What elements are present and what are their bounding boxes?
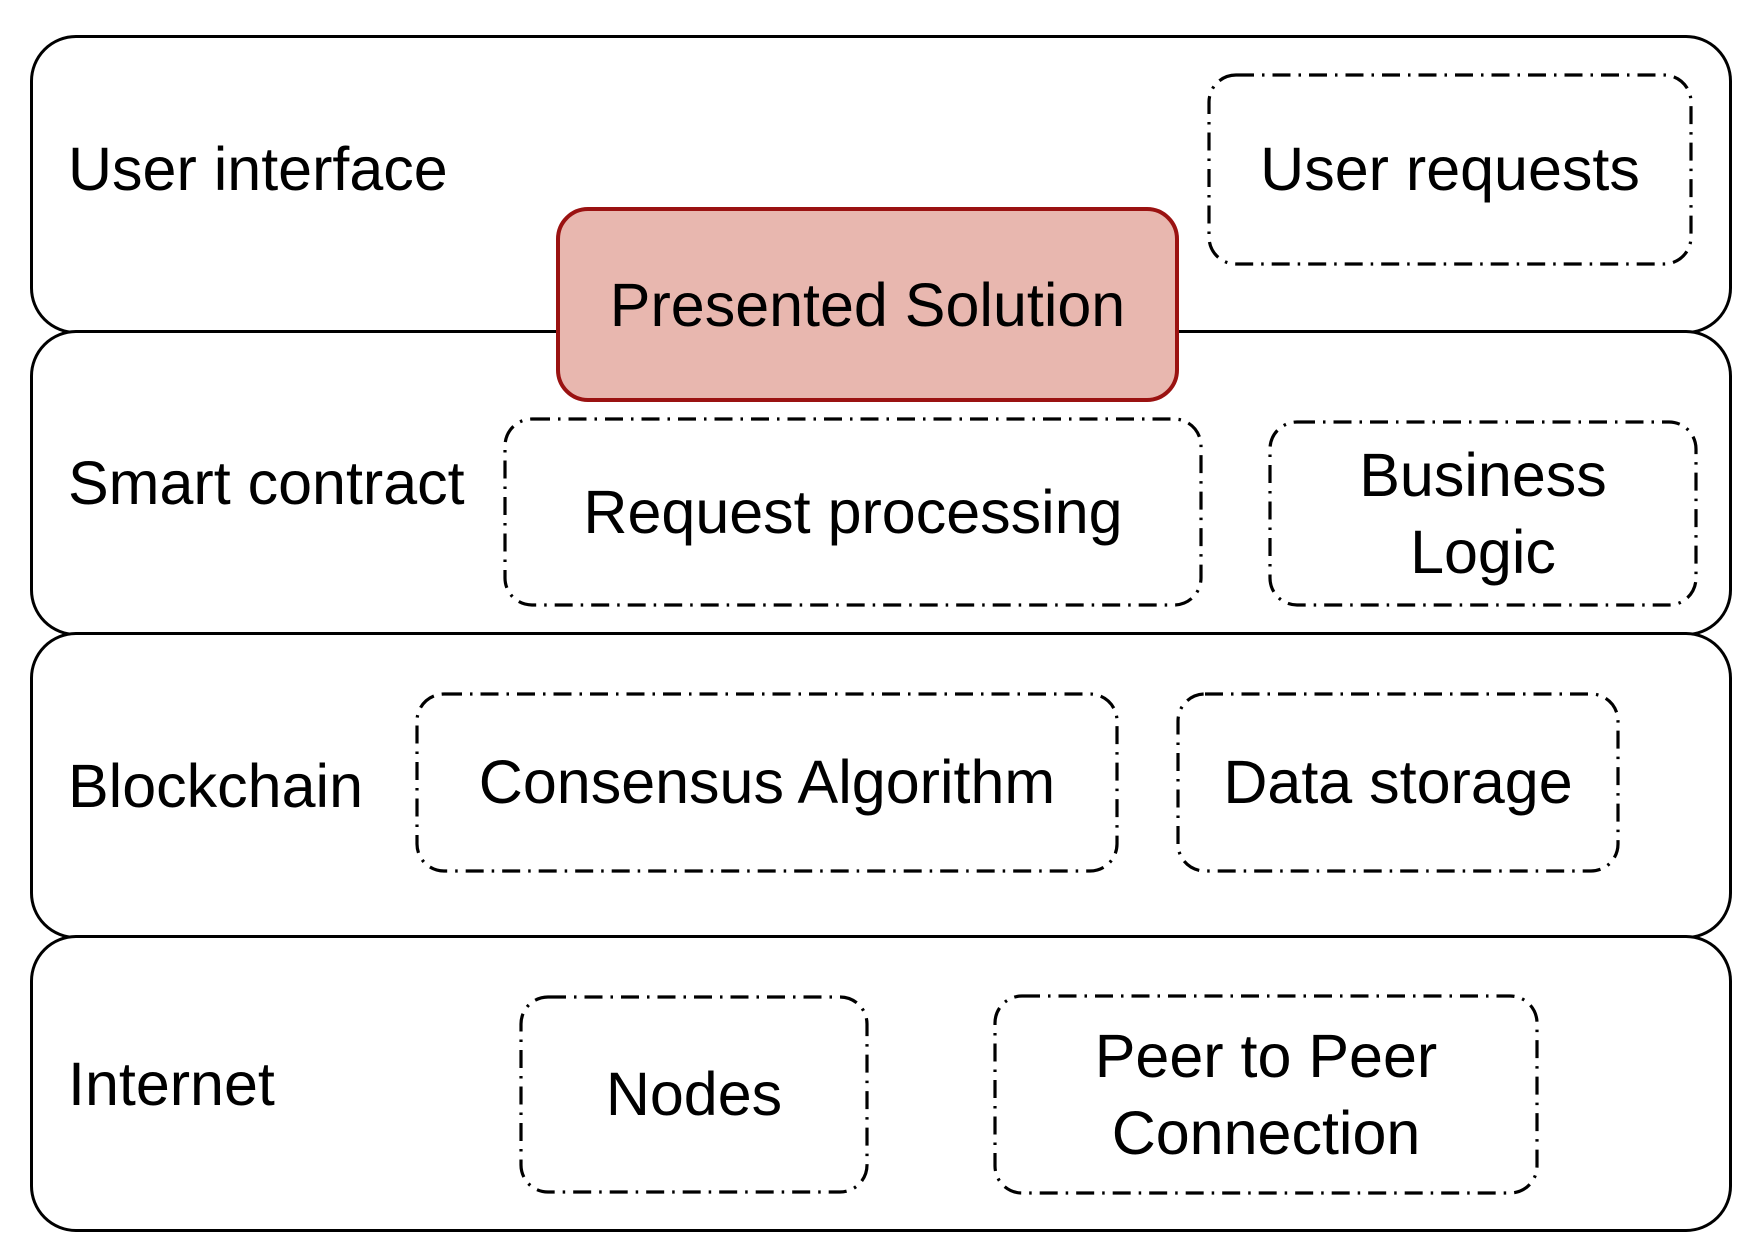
dash-dot-border: [1176, 692, 1620, 873]
box-consensus-algorithm-label: Consensus Algorithm: [478, 748, 1056, 817]
box-nodes-label: Nodes: [605, 1060, 783, 1129]
box-business-logic-label: Business Logic: [1359, 440, 1607, 586]
box-nodes: Nodes: [519, 995, 869, 1194]
box-data-storage: Data storage: [1176, 692, 1620, 873]
box-business-logic: Business Logic: [1268, 420, 1698, 607]
dash-dot-border: [993, 994, 1539, 1195]
presented-solution-box: Presented Solution: [556, 207, 1179, 402]
layer-label-internet: Internet: [68, 1050, 275, 1118]
box-user-requests: User requests: [1207, 73, 1693, 266]
layer-internet: [30, 935, 1732, 1232]
layer-label-user-interface: User interface: [68, 135, 448, 203]
box-peer-to-peer-connection: Peer to Peer Connection: [993, 994, 1539, 1195]
box-request-processing-label: Request processing: [583, 477, 1123, 546]
dash-dot-border: [503, 417, 1203, 607]
dash-dot-border: [415, 692, 1119, 873]
layer-label-smart-contract: Smart contract: [68, 449, 465, 517]
box-data-storage-label: Data storage: [1223, 748, 1573, 817]
dash-dot-border: [1268, 420, 1698, 607]
box-peer-to-peer-connection-label: Peer to Peer Connection: [1094, 1021, 1438, 1167]
dash-dot-border: [1207, 73, 1693, 266]
dash-dot-border: [519, 995, 869, 1194]
box-user-requests-label: User requests: [1260, 135, 1640, 204]
layer-label-blockchain: Blockchain: [68, 752, 363, 820]
box-consensus-algorithm: Consensus Algorithm: [415, 692, 1119, 873]
box-request-processing: Request processing: [503, 417, 1203, 607]
presented-solution-label: Presented Solution: [609, 270, 1126, 339]
